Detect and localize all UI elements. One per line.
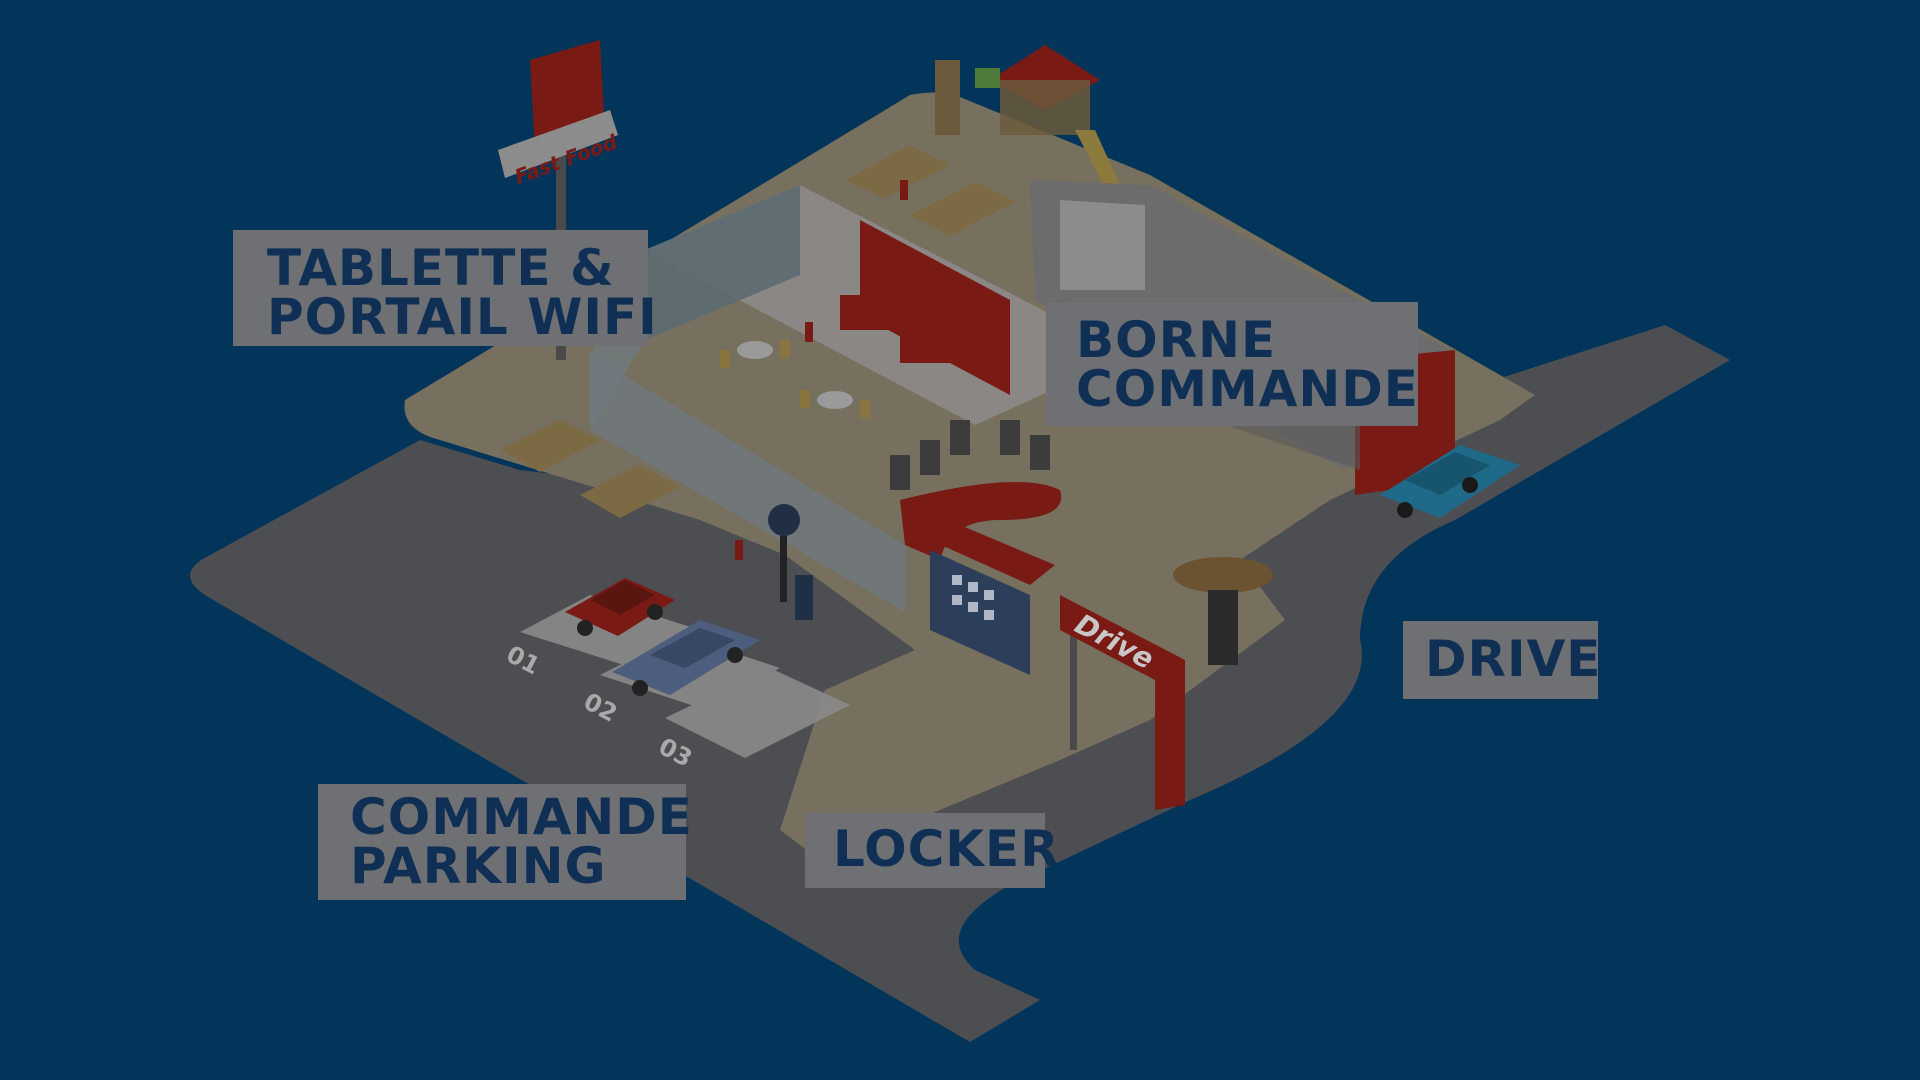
blue-car-icon xyxy=(612,620,760,696)
kiosk-icons xyxy=(890,420,1050,490)
label-borne-line2: COMMANDE xyxy=(1076,360,1419,418)
label-tablette-line2: PORTAIL WIFI xyxy=(267,288,658,346)
locker-icon xyxy=(930,525,1055,675)
dining-area xyxy=(720,295,955,418)
drive-car-icon xyxy=(1380,445,1520,518)
pickup-post-icon xyxy=(768,504,813,620)
label-commande-parking: COMMANDE PARKING xyxy=(318,784,693,900)
label-borne-line1: BORNE xyxy=(1076,311,1277,369)
staff-figures xyxy=(735,180,908,560)
picnic-tables xyxy=(500,145,1015,518)
label-locker-text: LOCKER xyxy=(833,820,1060,878)
label-locker: LOCKER xyxy=(805,813,1060,888)
label-drive: DRIVE xyxy=(1403,621,1602,699)
playground xyxy=(935,45,1120,188)
label-tablette-line1: TABLETTE & xyxy=(267,239,615,297)
label-commande-line1: COMMANDE xyxy=(350,788,693,846)
label-drive-text: DRIVE xyxy=(1425,630,1602,688)
label-tablette-portail-wifi: TABLETTE & PORTAIL WIFI xyxy=(233,230,658,346)
label-borne-commande: BORNE COMMANDE xyxy=(1046,302,1418,426)
red-car-icon xyxy=(565,578,675,636)
drive-order-kiosk-icon xyxy=(1173,557,1273,665)
label-commande-line2: PARKING xyxy=(350,837,607,895)
